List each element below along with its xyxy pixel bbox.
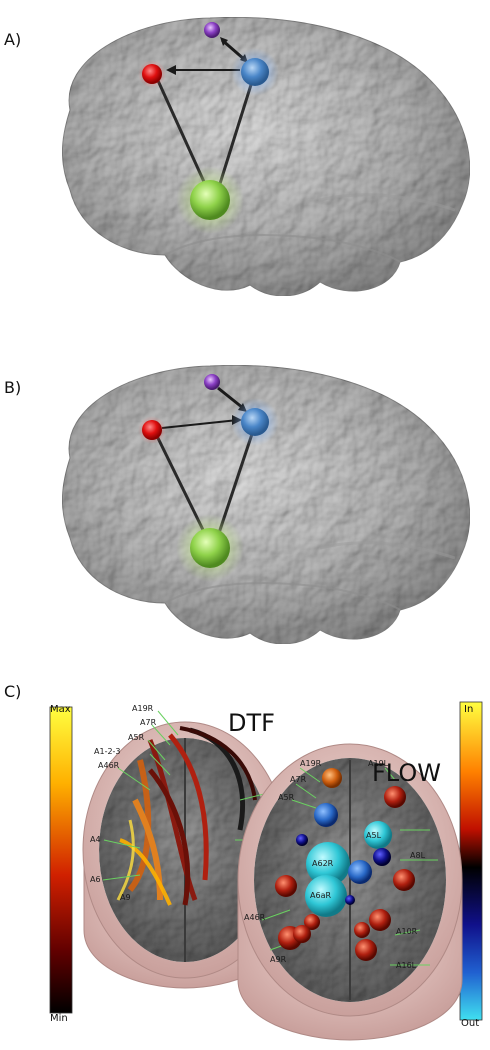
flow-title: FLOW bbox=[372, 759, 441, 787]
flow-node bbox=[345, 895, 355, 905]
flow-label-0: A19R bbox=[300, 759, 322, 768]
flow-label-1: A7R bbox=[290, 775, 307, 784]
flow-node bbox=[314, 803, 338, 827]
dtf-title: DTF bbox=[228, 709, 275, 737]
panel-label-a: A) bbox=[4, 30, 22, 49]
flow-node bbox=[393, 869, 415, 891]
flow-node bbox=[369, 909, 391, 931]
flow-label-2: A19L bbox=[368, 759, 389, 768]
node-purple bbox=[204, 374, 220, 390]
panel-a-network bbox=[138, 22, 279, 234]
dtf-label-2: A5R bbox=[128, 733, 145, 742]
dtf-label-7: A9 bbox=[120, 893, 131, 902]
flow-node bbox=[293, 925, 311, 943]
dtf-label-6: A6 bbox=[90, 875, 101, 884]
flow-node bbox=[355, 939, 377, 961]
dtf-label-4: A46R bbox=[98, 761, 120, 770]
scale-out-label: Out bbox=[461, 1018, 479, 1029]
flow-label-9: A9R bbox=[270, 955, 287, 964]
panel-label-c: C) bbox=[4, 682, 22, 701]
flow-node bbox=[348, 860, 372, 884]
flow-label-4: A5L bbox=[366, 831, 382, 840]
flow-label-11: A16L bbox=[396, 961, 417, 970]
dtf-head: A19R A7R A5R A1-2-3 A46R A4 A6 A9 bbox=[82, 704, 288, 989]
dtf-label-0: A19R bbox=[132, 704, 154, 713]
flow-node bbox=[306, 842, 350, 886]
flow-node bbox=[296, 834, 308, 846]
flow-label-6: A62R bbox=[312, 859, 334, 868]
flow-label-10: A10R bbox=[396, 927, 418, 936]
node-purple bbox=[204, 22, 220, 38]
flow-head: A19R A7R A19L A5R A5L A8L A62R A6aR A46R… bbox=[237, 743, 463, 1041]
flow-node bbox=[354, 922, 370, 938]
flow-node bbox=[275, 875, 297, 897]
flow-node bbox=[384, 786, 406, 808]
flow-label-3: A5R bbox=[278, 793, 295, 802]
dtf-label-5: A4 bbox=[90, 835, 101, 844]
node-green bbox=[190, 180, 230, 220]
flow-node bbox=[364, 821, 392, 849]
node-green bbox=[190, 528, 230, 568]
scale-in-label: In bbox=[464, 704, 473, 715]
panel-b-network bbox=[138, 374, 279, 582]
panel-label-b: B) bbox=[4, 378, 22, 397]
flow-node bbox=[322, 768, 342, 788]
node-red bbox=[142, 64, 162, 84]
node-red bbox=[142, 420, 162, 440]
flow-node bbox=[305, 875, 347, 917]
dtf-label-1: A7R bbox=[140, 718, 157, 727]
flow-label-8: A46R bbox=[244, 913, 266, 922]
scale-max-label: Max bbox=[50, 704, 71, 715]
dtf-label-3: A1-2-3 bbox=[94, 747, 121, 756]
flow-node bbox=[373, 848, 391, 866]
node-blue bbox=[241, 408, 269, 436]
dtf-color-scale: Max Min bbox=[49, 704, 73, 1024]
flow-node bbox=[304, 914, 320, 930]
flow-label-7: A6aR bbox=[310, 891, 331, 900]
scale-min-label: Min bbox=[50, 1013, 68, 1024]
node-blue bbox=[241, 58, 269, 86]
flow-label-5: A8L bbox=[410, 851, 426, 860]
panel-a-brain bbox=[62, 16, 471, 297]
flow-color-scale: In Out bbox=[459, 701, 483, 1029]
